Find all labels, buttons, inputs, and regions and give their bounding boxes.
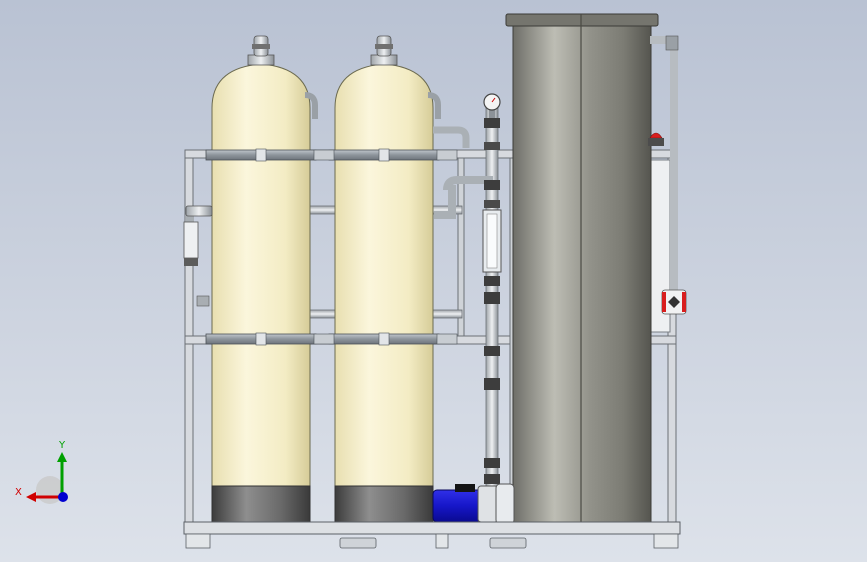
overflow-pipe: [650, 35, 679, 296]
valve[interactable]: [661, 289, 687, 315]
vessel-2-straps: [313, 148, 458, 346]
pressure-vessel-1[interactable]: [211, 35, 318, 523]
pipe-fittings: [484, 118, 500, 484]
pressure-gauge[interactable]: [483, 93, 501, 122]
sight-tube: [183, 205, 213, 307]
pump[interactable]: [432, 483, 515, 525]
water-tank[interactable]: [505, 13, 659, 523]
triad-x-label: X: [15, 487, 22, 498]
triad: [26, 452, 68, 504]
pressure-vessel-2[interactable]: [334, 35, 441, 523]
base-skid: [183, 521, 681, 549]
alarm-light: [648, 132, 664, 146]
triad-y-label: Y: [59, 440, 66, 451]
flow-meter[interactable]: [482, 209, 502, 273]
